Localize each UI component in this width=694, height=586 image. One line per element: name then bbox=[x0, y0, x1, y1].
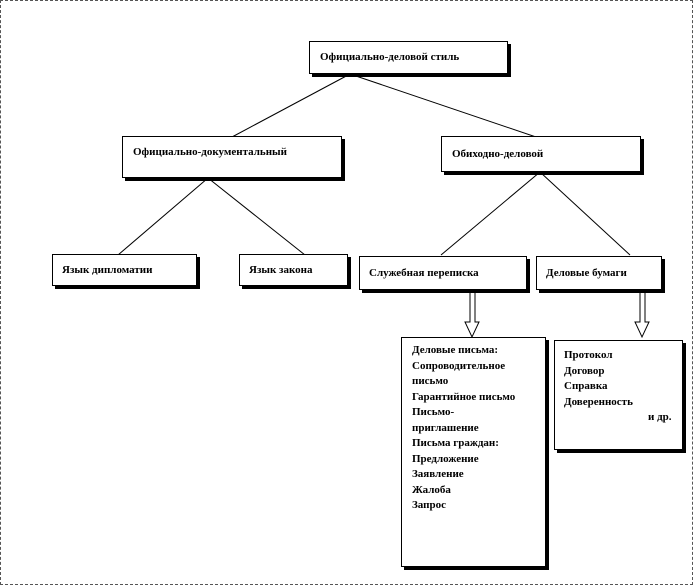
arrow-correspondence bbox=[464, 289, 480, 339]
root-node-label: Официально-деловой стиль bbox=[320, 51, 460, 63]
list-item: приглашение bbox=[412, 421, 479, 434]
leaf-node-papers-label: Деловые бумаги bbox=[546, 267, 627, 279]
connector-root-right bbox=[349, 73, 537, 138]
connector-root-left bbox=[231, 73, 351, 138]
leaf-node-correspondence: Служебная переписка bbox=[359, 256, 527, 290]
list-item: Договор bbox=[564, 364, 605, 377]
list-item: Сопроводительное bbox=[412, 359, 506, 372]
list-item: Доверенность bbox=[564, 395, 633, 408]
correspondence-details-list: Деловые письма: Сопроводительное письмо … bbox=[412, 343, 515, 514]
branch-node-left-label: Официально-документальный bbox=[133, 146, 287, 158]
papers-details-box bbox=[554, 340, 683, 450]
leaf-node-diplomacy: Язык дипломатии bbox=[52, 254, 197, 286]
list-item: Заявление bbox=[412, 468, 464, 480]
leaf-node-law: Язык закона bbox=[239, 254, 348, 286]
list-item: Запрос bbox=[412, 499, 446, 511]
list-item: Письма граждан: bbox=[412, 437, 499, 449]
connector-left-law bbox=[207, 177, 306, 256]
branch-node-right-label: Обиходно-деловой bbox=[452, 148, 544, 160]
connector-left-diplomacy bbox=[117, 177, 209, 256]
leaf-node-correspondence-label: Служебная переписка bbox=[369, 267, 479, 279]
list-item: Предложение bbox=[412, 452, 479, 465]
leaf-node-papers: Деловые бумаги bbox=[536, 256, 662, 290]
list-item: Письмо- bbox=[412, 406, 455, 418]
branch-node-right: Обиходно-деловой bbox=[441, 136, 641, 172]
connector-right-correspondence bbox=[440, 171, 541, 256]
list-item: Справка bbox=[564, 380, 608, 392]
branch-node-left: Официально-документальный bbox=[122, 136, 342, 178]
root-node: Официально-деловой стиль bbox=[309, 41, 508, 74]
list-item: Жалоба bbox=[412, 483, 451, 496]
connector-right-papers bbox=[539, 171, 631, 256]
papers-details-list: Протокол Договор Справка Доверенность и … bbox=[564, 348, 672, 426]
list-item: Гарантийное письмо bbox=[412, 390, 516, 403]
arrow-papers bbox=[634, 289, 650, 339]
list-item: Деловые письма: bbox=[412, 344, 499, 356]
leaf-node-diplomacy-label: Язык дипломатии bbox=[62, 264, 153, 276]
papers-etc: и др. bbox=[648, 411, 672, 423]
leaf-node-law-label: Язык закона bbox=[249, 264, 313, 276]
correspondence-details-box bbox=[401, 337, 546, 567]
list-item: письмо bbox=[412, 375, 449, 387]
list-item: Протокол bbox=[564, 349, 613, 361]
